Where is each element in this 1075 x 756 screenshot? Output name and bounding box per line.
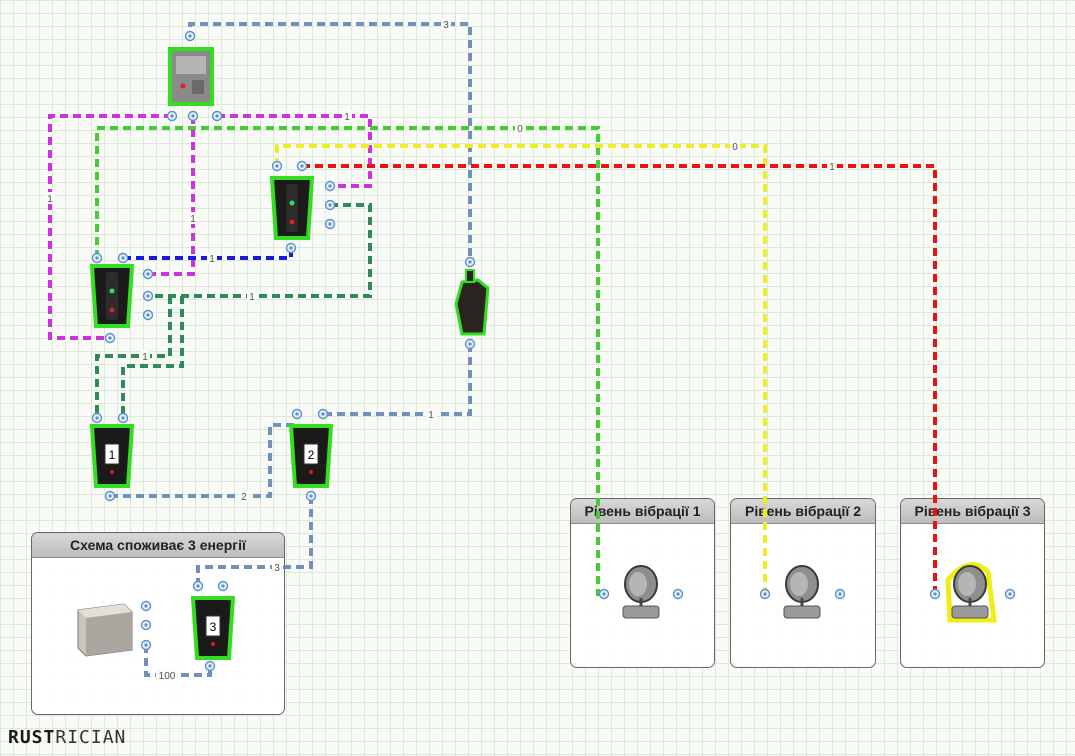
- vibration-group-2[interactable]: Рівень вібрації 2: [730, 498, 876, 668]
- vibration-group-1[interactable]: Рівень вібрації 1: [570, 498, 715, 668]
- vibration-group-2-title: Рівень вібрації 2: [731, 499, 875, 524]
- energy-group-title: Схема споживає 3 енергії: [32, 533, 284, 558]
- vibration-group-3[interactable]: Рівень вібрації 3: [900, 498, 1045, 668]
- vibration-group-3-title: Рівень вібрації 3: [901, 499, 1044, 524]
- energy-group[interactable]: Схема споживає 3 енергії: [31, 532, 285, 715]
- vibration-group-1-title: Рівень вібрації 1: [571, 499, 714, 524]
- rustrician-logo: RUSTRICIAN: [8, 727, 127, 748]
